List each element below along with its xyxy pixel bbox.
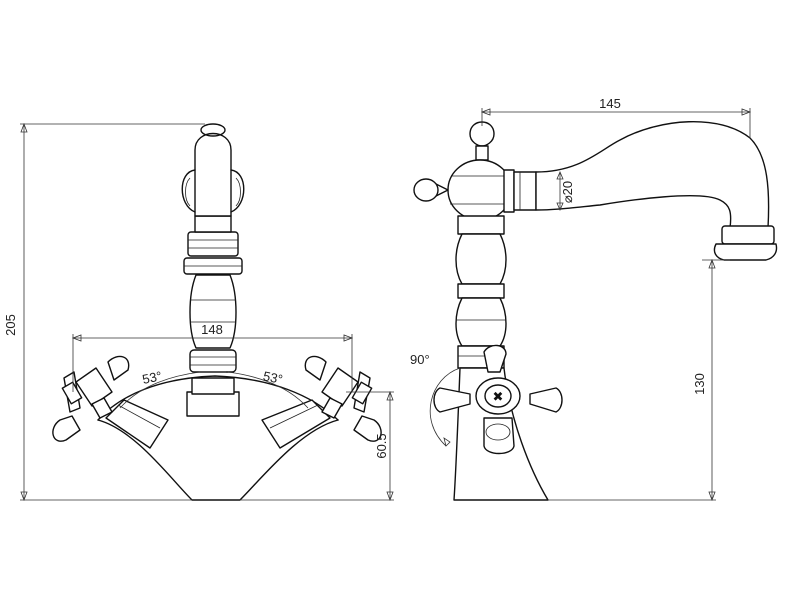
right-cross-handle — [304, 355, 382, 442]
dim-spout-diameter: ⌀20 — [560, 181, 575, 203]
dim-handle-span: 148 — [201, 322, 223, 337]
dim-right-angle: 53° — [262, 368, 284, 387]
front-view — [52, 123, 382, 501]
handle-emblem-icon: ✖ — [493, 390, 504, 405]
left-cross-handle — [52, 355, 130, 442]
side-view: ✖ — [413, 120, 778, 501]
dim-swivel-angle: 90° — [410, 352, 430, 367]
front-dimensions: 205 148 53° 53° 60.5 — [3, 122, 394, 502]
dim-spout-reach: 145 — [599, 96, 621, 111]
side-cross-handle: ✖ — [433, 344, 563, 455]
side-dimensions: 145 ⌀20 90° 130 — [410, 96, 752, 502]
dim-spout-height: 130 — [692, 373, 707, 395]
dim-base-height: 60.5 — [374, 433, 389, 458]
dim-total-height: 205 — [3, 314, 18, 336]
dim-left-angle: 53° — [141, 368, 163, 387]
